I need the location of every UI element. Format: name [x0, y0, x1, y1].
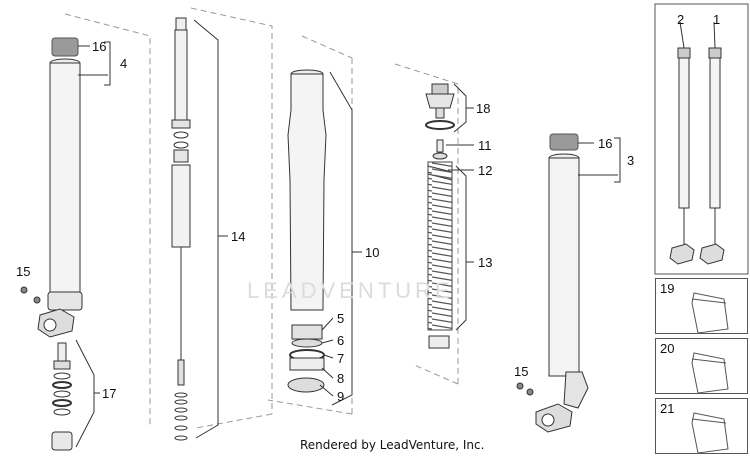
parts-bag-icon: [691, 412, 729, 454]
cartridge-rod: [171, 17, 228, 441]
watermark-text: LEADVENTURE: [247, 278, 454, 303]
callout-14: 14: [231, 229, 245, 244]
callout-15-left: 15: [16, 264, 30, 279]
left-fork-outer-tube: [20, 37, 111, 338]
callout-16-left: 16: [92, 39, 106, 54]
kit-box-21: 21: [655, 398, 748, 454]
callout-18: 18: [476, 101, 490, 116]
kit-box-20: 20: [655, 338, 748, 394]
callout-8: 8: [337, 371, 344, 386]
bolt-icon: [33, 296, 41, 304]
callout-13: 13: [478, 255, 492, 270]
callout-labels: 1 2 3 4 5 6 7 8 9 10 11 12 13 14 15 15 1…: [16, 12, 720, 404]
kit-label-20: 20: [660, 341, 675, 356]
complete-fork-panel: [654, 3, 749, 275]
callout-16-right: 16: [598, 136, 612, 151]
callout-5: 5: [337, 311, 344, 326]
callout-11: 11: [478, 138, 492, 153]
left-fork-cap: [51, 37, 79, 57]
callout-6: 6: [337, 333, 344, 348]
callout-9: 9: [337, 389, 344, 404]
bolt-icon: [516, 382, 524, 390]
callout-2: 2: [677, 12, 684, 27]
footer-credit: Rendered by LeadVenture, Inc.: [300, 438, 485, 452]
dashed-guides: [64, 7, 459, 429]
bolt-icon: [20, 286, 28, 294]
fork-inner-tube: [287, 69, 362, 406]
callout-3: 3: [627, 153, 634, 168]
callout-10: 10: [365, 245, 379, 260]
right-fork-outer-tube: [516, 133, 621, 433]
callout-15-right: 15: [514, 364, 528, 379]
right-fork-cap: [549, 133, 579, 151]
valve-stack-parts: [51, 339, 100, 451]
kit-box-19: 19: [655, 278, 748, 334]
kit-label-19: 19: [660, 281, 675, 296]
parts-bag-icon: [691, 352, 729, 394]
parts-bag-icon: [691, 292, 729, 334]
callout-12: 12: [478, 163, 492, 178]
callout-4: 4: [120, 56, 127, 71]
callout-1: 1: [713, 12, 720, 27]
kit-label-21: 21: [660, 401, 675, 416]
callout-17: 17: [102, 386, 116, 401]
callout-7: 7: [337, 351, 344, 366]
spring-assembly: [425, 83, 474, 349]
bolt-icon: [526, 388, 534, 396]
